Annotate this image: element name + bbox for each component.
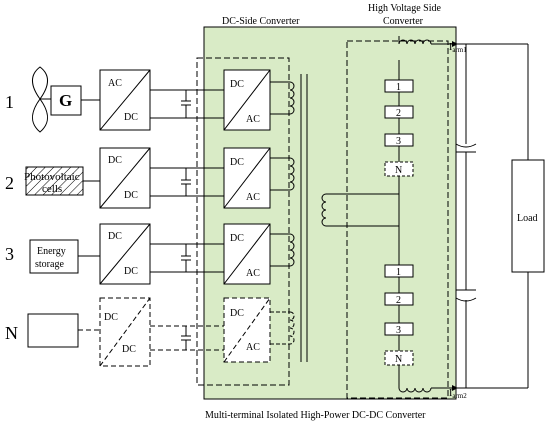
wind-turbine-icon — [32, 66, 51, 133]
row-label-n: N — [5, 323, 18, 343]
row1-box1-bot: DC — [124, 112, 138, 123]
hv-arm-wiring — [398, 36, 456, 393]
transformer-core — [300, 74, 308, 362]
source-connectors — [78, 99, 100, 331]
upper-sm-3: 3 — [396, 136, 401, 147]
row2-box1-top: DC — [108, 155, 122, 166]
rown-box2-bot: AC — [246, 342, 260, 353]
generator-label: G — [59, 91, 72, 110]
upper-sm-2: 2 — [396, 108, 401, 119]
pv-label-line1: Photovoltaic — [24, 171, 80, 183]
iarm2-label: Iarm2 — [449, 388, 467, 400]
secondary-winding — [321, 193, 399, 227]
dc-side-enclosure — [196, 57, 290, 386]
energy-storage-box — [29, 239, 79, 274]
row2-box2-bot: AC — [246, 192, 260, 203]
load-box — [511, 159, 545, 273]
photovoltaic-cells-box — [25, 166, 84, 196]
row2-box2-top: DC — [230, 157, 244, 168]
storage-label-line2: storage — [35, 259, 64, 270]
generator-box — [50, 85, 82, 116]
upper-arm-submodules — [384, 79, 414, 177]
hv-side-enclosure — [346, 40, 449, 399]
lower-sm-1: 1 — [396, 267, 401, 278]
storage-label-line1: Energy — [37, 246, 66, 257]
load-label: Load — [517, 213, 538, 224]
iarm1-label: Iarm1 — [449, 42, 467, 54]
row-label-3: 3 — [5, 244, 14, 264]
lower-sm-2: 2 — [396, 295, 401, 306]
second-stage-converters — [223, 69, 271, 363]
dc-link-wiring — [150, 89, 224, 351]
output-wiring — [455, 43, 529, 389]
upper-sm-n: N — [395, 165, 402, 176]
row3-box1-bot: DC — [124, 266, 138, 277]
lower-sm-n: N — [395, 354, 402, 365]
rown-box2-top: DC — [230, 308, 244, 319]
iarm2-arrow — [452, 385, 458, 391]
row1-box1-top: AC — [108, 78, 122, 89]
source-n-box — [27, 313, 79, 348]
hv-side-title-line1: High Voltage Side — [368, 3, 442, 14]
dc-side-title: DC-Side Converter — [222, 16, 300, 27]
rown-box1-top: DC — [104, 312, 118, 323]
rown-box1-bot: DC — [122, 344, 136, 355]
row1-box2-top: DC — [230, 79, 244, 90]
row-label-1: 1 — [5, 92, 14, 112]
first-stage-converters — [99, 69, 151, 367]
row3-box1-top: DC — [108, 231, 122, 242]
row1-box2-bot: AC — [246, 114, 260, 125]
primary-windings — [270, 81, 295, 345]
iarm1-arrow — [452, 41, 458, 47]
lower-arm-submodules — [384, 264, 414, 366]
row2-box1-bot: DC — [124, 190, 138, 201]
diagram-caption: Multi-terminal Isolated High-Power DC-DC… — [205, 410, 426, 421]
row3-box2-bot: AC — [246, 268, 260, 279]
upper-sm-1: 1 — [396, 82, 401, 93]
hv-side-title-line2: Converter — [383, 16, 424, 27]
lower-sm-3: 3 — [396, 325, 401, 336]
row3-box2-top: DC — [230, 233, 244, 244]
pv-label-line2: cells — [42, 183, 62, 195]
row-label-2: 2 — [5, 173, 14, 193]
